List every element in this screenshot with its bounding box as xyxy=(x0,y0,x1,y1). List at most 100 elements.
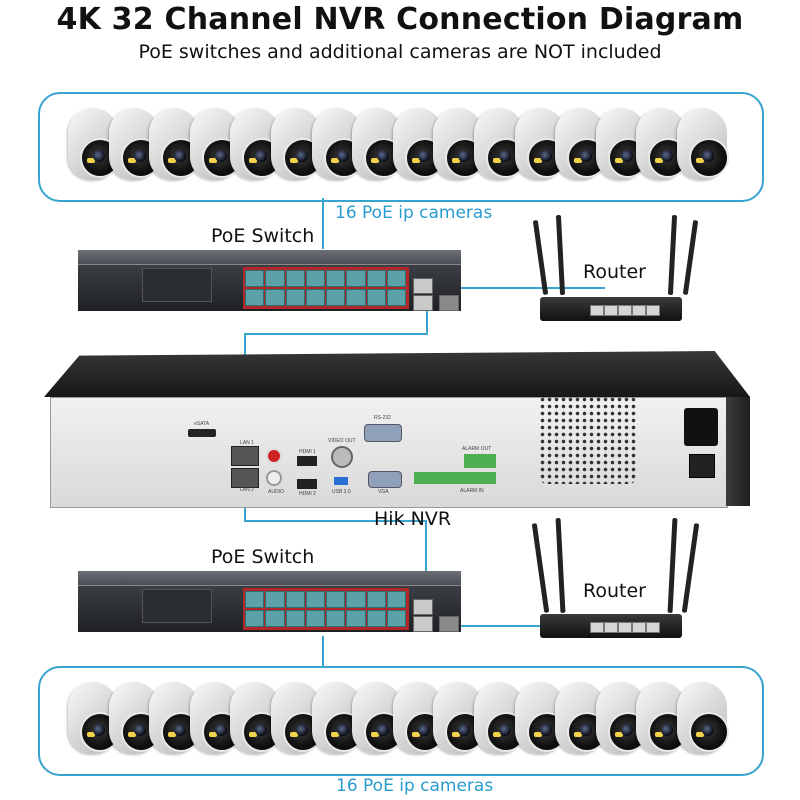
poe-port xyxy=(285,610,305,627)
poe-port xyxy=(366,610,386,627)
dome-camera-icon xyxy=(270,104,323,186)
dome-camera-icon xyxy=(595,678,648,760)
usb-port xyxy=(334,477,348,485)
bottom-camera-count-label: 16 PoE ip cameras xyxy=(330,776,500,796)
poe-port xyxy=(265,591,285,608)
poe-port xyxy=(386,591,406,608)
connector-top-cams-to-switch xyxy=(322,198,324,249)
switch-led-panel xyxy=(142,589,212,623)
diagram-title: 4K 32 Channel NVR Connection Diagram xyxy=(56,2,744,37)
connector-top-switch-to-nvr-v xyxy=(244,333,428,335)
dome-camera-icon xyxy=(149,104,202,186)
poe-port xyxy=(326,610,346,627)
dome-camera-icon xyxy=(636,678,689,760)
lan2-label: LAN 2 xyxy=(240,487,254,493)
alarm-terminal-top xyxy=(464,454,496,468)
top-camera-row xyxy=(68,104,729,186)
poe-port xyxy=(245,270,265,287)
lan1-label: LAN 1 xyxy=(240,440,254,446)
alarm-out-label: ALARM OUT xyxy=(462,446,492,452)
poe-port xyxy=(305,610,325,627)
dome-camera-icon xyxy=(433,104,486,186)
poe-port xyxy=(245,289,265,306)
poe-port xyxy=(366,289,386,306)
poe-port xyxy=(326,591,346,608)
top-switch-label: PoE Switch xyxy=(211,225,315,247)
dome-camera-icon xyxy=(311,104,364,186)
video-out-label: VIDEO OUT xyxy=(328,438,356,444)
poe-port xyxy=(285,289,305,306)
bnc-video-out xyxy=(331,446,353,468)
hdmi1-label: HDMI 1 xyxy=(299,449,316,455)
dome-camera-icon xyxy=(108,104,161,186)
switch-uplink-port xyxy=(413,599,433,615)
top-poe-switch xyxy=(78,250,461,322)
bottom-switch-label: PoE Switch xyxy=(211,546,315,568)
poe-port xyxy=(305,591,325,608)
connector-top-switch-riser xyxy=(426,310,428,335)
dome-camera-icon xyxy=(108,678,161,760)
dome-camera-icon xyxy=(352,678,405,760)
dome-camera-icon xyxy=(270,678,323,760)
poe-port xyxy=(265,289,285,306)
switch-sfp-port xyxy=(439,295,459,311)
switch-uplink-port xyxy=(413,278,433,294)
alarm-in-label: ALARM IN xyxy=(460,488,484,494)
nvr-label: Hik NVR xyxy=(374,508,452,530)
power-socket xyxy=(684,408,718,446)
vga-port xyxy=(368,471,402,488)
rs232-port xyxy=(364,424,402,442)
dome-camera-icon xyxy=(636,104,689,186)
usb-label: USB 3.0 xyxy=(332,489,351,495)
poe-port xyxy=(386,289,406,306)
esata-label: eSATA xyxy=(194,421,210,427)
top-camera-count-label: 16 PoE ip cameras xyxy=(329,203,499,223)
poe-port xyxy=(346,610,366,627)
poe-port xyxy=(245,610,265,627)
switch-led-panel xyxy=(142,268,212,302)
bottom-router xyxy=(520,517,700,638)
diagram-subtitle: PoE switches and additional cameras are … xyxy=(138,41,662,63)
dome-camera-icon xyxy=(433,678,486,760)
poe-port xyxy=(386,610,406,627)
switch-port-block xyxy=(243,588,409,630)
dome-camera-icon xyxy=(555,678,608,760)
connector-bottom-switch-to-router xyxy=(427,625,607,627)
poe-port xyxy=(305,270,325,287)
poe-port xyxy=(245,591,265,608)
bottom-poe-switch xyxy=(78,571,461,643)
dome-camera-icon xyxy=(473,678,526,760)
switch-uplink-port xyxy=(413,616,433,632)
poe-port xyxy=(366,270,386,287)
switch-sfp-port xyxy=(439,616,459,632)
switch-uplink-port xyxy=(413,295,433,311)
hdmi1-port xyxy=(297,456,317,466)
bottom-camera-row xyxy=(68,678,729,760)
poe-port xyxy=(305,289,325,306)
poe-port xyxy=(326,289,346,306)
dome-camera-icon xyxy=(392,104,445,186)
poe-port xyxy=(285,591,305,608)
lan2-port xyxy=(231,468,259,488)
dome-camera-icon xyxy=(189,678,242,760)
poe-port xyxy=(265,270,285,287)
top-router-label: Router xyxy=(583,261,646,283)
esata-port xyxy=(188,429,216,437)
poe-port xyxy=(346,289,366,306)
poe-port xyxy=(326,270,346,287)
poe-port xyxy=(366,591,386,608)
poe-port xyxy=(346,270,366,287)
dome-camera-icon xyxy=(514,678,567,760)
audio-out-jack xyxy=(266,470,282,486)
vga-label: VGA xyxy=(378,489,389,495)
lan1-port xyxy=(231,446,259,466)
power-switch xyxy=(689,454,715,478)
top-router xyxy=(520,214,700,325)
hdmi2-label: HDMI 2 xyxy=(299,491,316,497)
connector-bottom-switch-to-cams xyxy=(322,636,324,666)
dome-camera-icon xyxy=(514,104,567,186)
dome-camera-icon xyxy=(230,678,283,760)
connector-nvr-to-bottom-switch-h xyxy=(244,520,427,522)
hik-nvr: eSATA RS-232 LAN 1 LAN 2 AUDIO HDMI 1 HD… xyxy=(44,351,750,508)
fan-grille xyxy=(539,396,637,484)
